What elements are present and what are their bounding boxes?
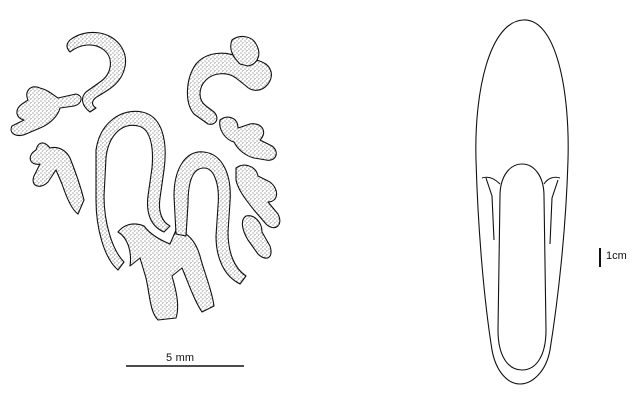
scale-bar-5mm-label: 5 mm xyxy=(166,352,194,364)
left-fringe-lobe-upper xyxy=(11,87,81,136)
oval-shoulder-line-left xyxy=(482,177,500,184)
oval-outer-body xyxy=(476,20,568,384)
scale-bar-1cm-label: 1cm xyxy=(606,250,627,262)
oval-inner-tongue xyxy=(498,164,546,370)
elongated-oval-outline xyxy=(476,20,568,384)
oval-right-inner-line xyxy=(550,180,558,244)
oval-left-inner-line xyxy=(486,178,494,240)
right-fringe-lobe-lower xyxy=(236,165,280,227)
left-fringe-lobe-lower xyxy=(30,143,84,214)
stippled-coral-section xyxy=(11,32,280,320)
top-right-hook-lobe xyxy=(187,53,271,124)
right-fringe-lobe-upper xyxy=(220,117,277,160)
lower-central-finger-lobes xyxy=(118,224,214,320)
